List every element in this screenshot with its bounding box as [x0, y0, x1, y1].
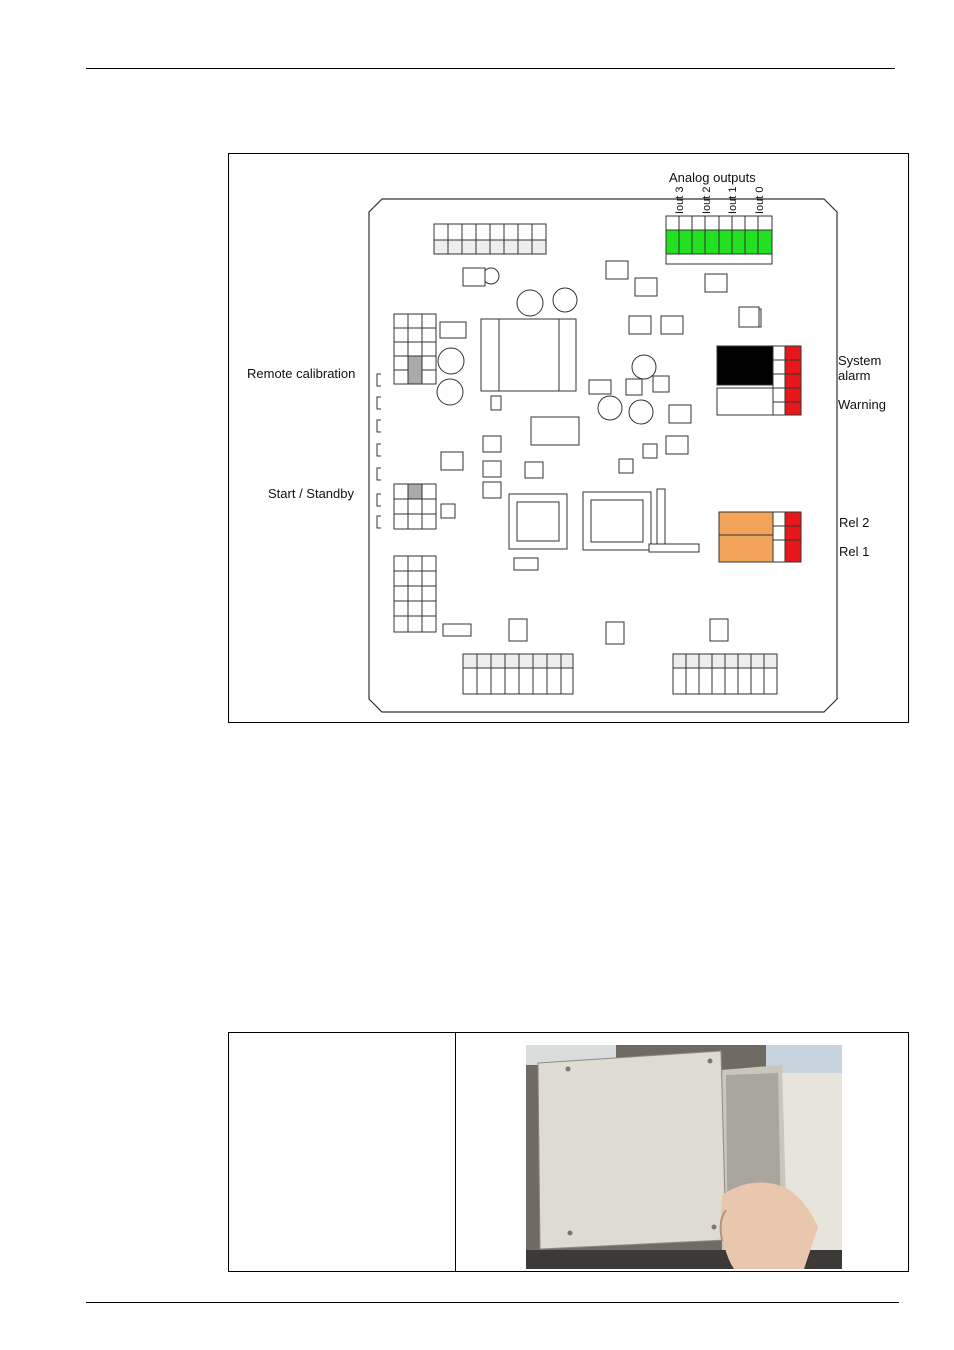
circuit-board-figure: Analog outputs Iout 3 Iout 2 Iout 1 Iout… [228, 153, 909, 723]
alarm-relays [717, 346, 801, 415]
enclosure-photo-drawing [526, 1045, 842, 1269]
enclosure-photo [526, 1045, 842, 1269]
left-terminal-block-lower [394, 556, 436, 632]
table-divider [455, 1033, 456, 1271]
iout-0-label: Iout 0 [753, 186, 767, 214]
header-rule [86, 68, 895, 69]
rel1-label: Rel 1 [839, 545, 869, 559]
analog-outputs-label: Analog outputs [669, 171, 756, 185]
iout-2-label: Iout 2 [700, 186, 714, 214]
analog-output-terminals [666, 216, 772, 264]
iout-1-label: Iout 1 [726, 186, 740, 214]
top-terminal-block [434, 224, 546, 254]
remote-calibration-label: Remote calibration [247, 367, 355, 381]
iout-3-label: Iout 3 [673, 186, 687, 214]
bottom-terminal-block-right [673, 654, 777, 694]
warning-label: Warning [838, 398, 886, 412]
rel2-label: Rel 2 [839, 516, 869, 530]
system-alarm-label-line1: System [838, 354, 881, 368]
start-standby-label: Start / Standby [268, 487, 354, 501]
footer-rule [86, 1302, 899, 1303]
circuit-board-drawing [229, 154, 910, 724]
bottom-terminal-block-left [463, 654, 573, 694]
rel-relays [719, 512, 801, 562]
left-terminal-block-middle [394, 484, 436, 529]
board-outline [369, 199, 837, 712]
instruction-table [228, 1032, 909, 1272]
left-terminal-block-upper [394, 314, 436, 384]
transformer [481, 319, 576, 391]
system-alarm-label-line2: alarm [838, 369, 871, 383]
